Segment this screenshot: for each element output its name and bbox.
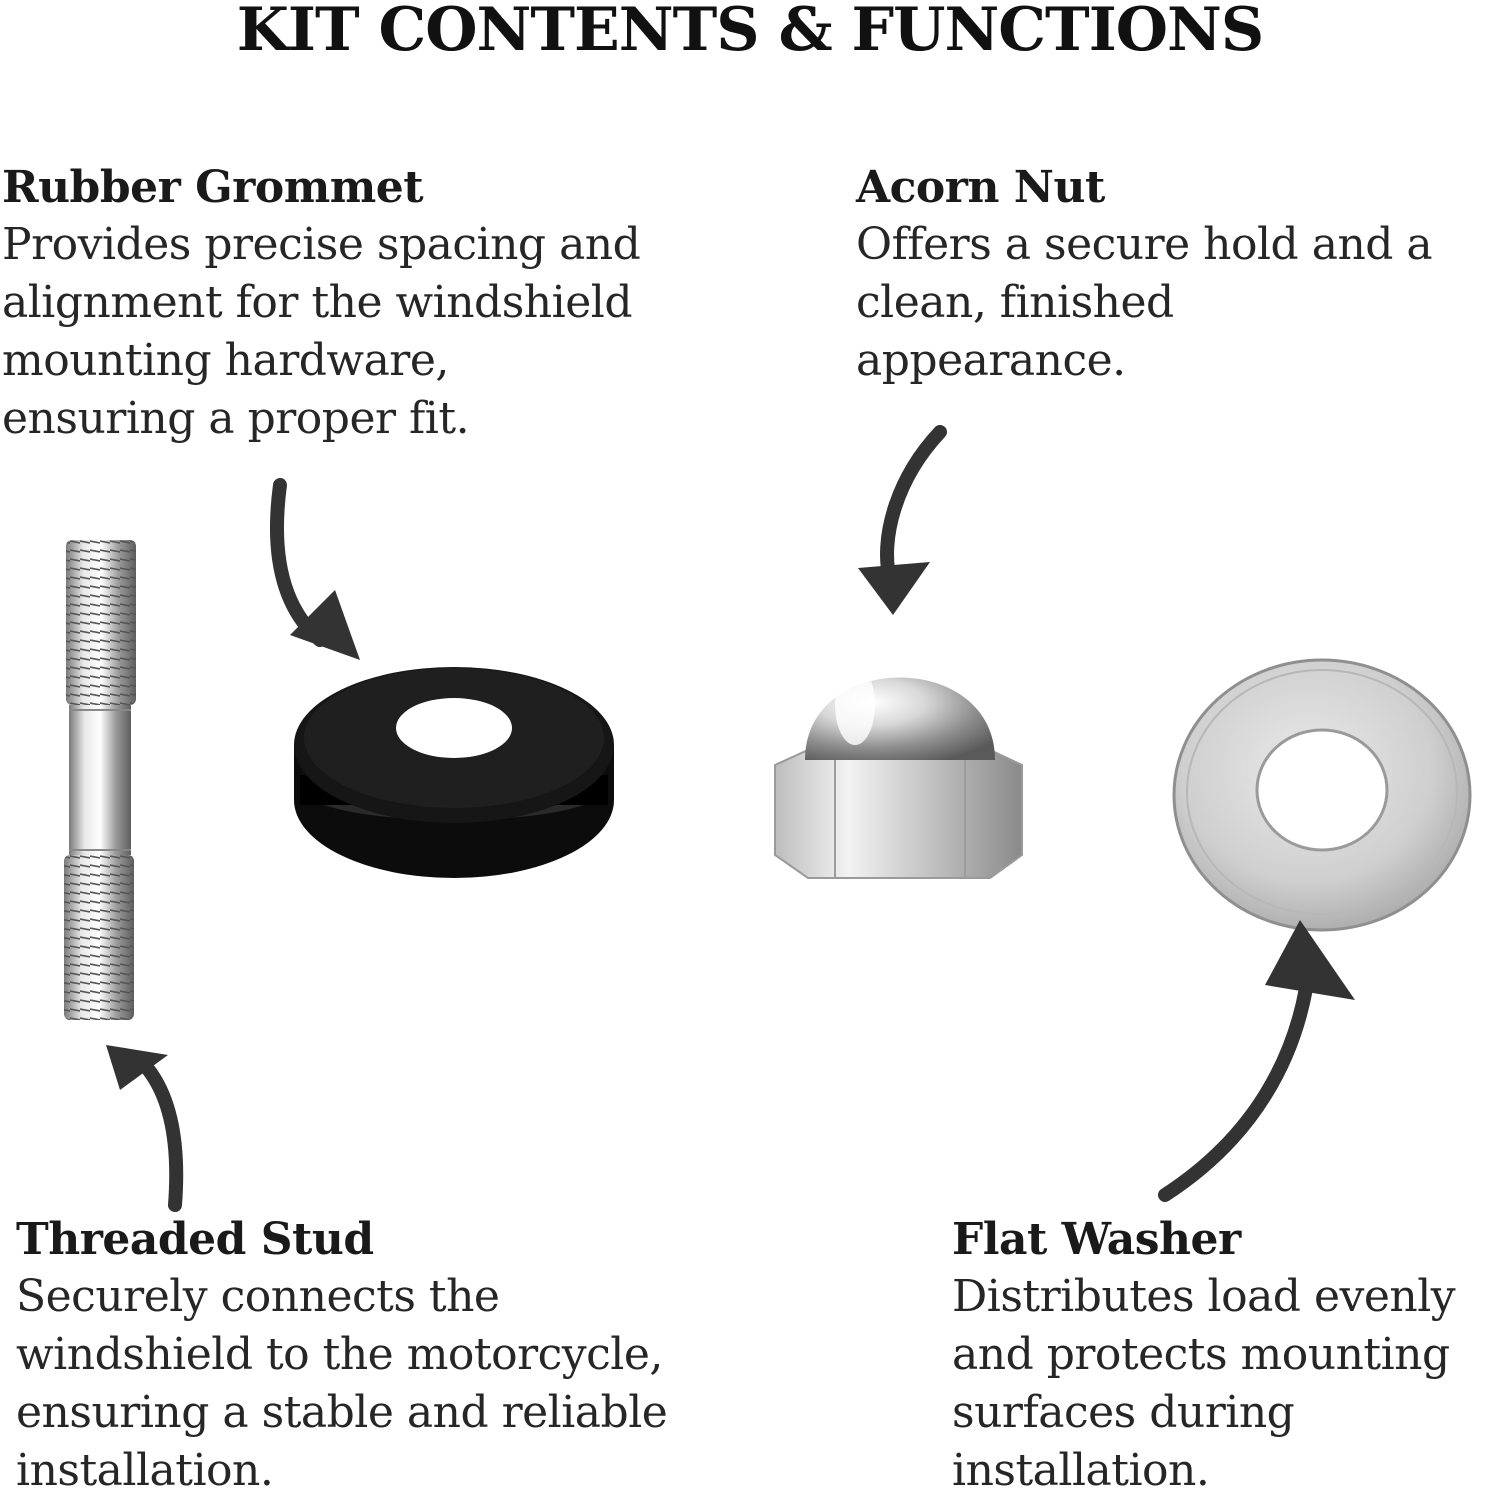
threaded-stud-description: Threaded Stud Securely connects the wind… [16, 1212, 756, 1500]
rubber-grommet-description: Rubber Grommet Provides precise spacing … [2, 160, 722, 448]
arrow-acorn-nut-icon [880, 425, 947, 587]
flat-washer-description: Flat Washer Distributes load evenly and … [952, 1212, 1500, 1500]
rubber-grommet-image [294, 667, 614, 878]
arrow-threaded-stud-icon [133, 1053, 184, 1212]
threaded-stud-line: installation. [16, 1445, 274, 1496]
arrow-group [133, 425, 1317, 1212]
arrowhead-acorn-nut-icon [858, 562, 930, 615]
arrowhead-group [106, 562, 1355, 1090]
threaded-stud-heading: Threaded Stud [16, 1214, 374, 1265]
page-title: KIT CONTENTS & FUNCTIONS [236, 0, 1264, 65]
flat-washer-heading: Flat Washer [952, 1214, 1241, 1265]
arrow-flat-washer-icon [1158, 953, 1317, 1202]
flat-washer-line: surfaces during [952, 1387, 1295, 1438]
acorn-nut-line: clean, finished [856, 277, 1174, 328]
rubber-grommet-line: mounting hardware, [2, 335, 449, 386]
threaded-stud-line: windshield to the motorcycle, [16, 1329, 663, 1380]
rubber-grommet-line: ensuring a proper fit. [2, 393, 470, 444]
threaded-stud-line: Securely connects the [16, 1271, 500, 1322]
arrowhead-threaded-stud-icon [106, 1045, 168, 1090]
acorn-nut-heading: Acorn Nut [856, 162, 1105, 213]
acorn-nut-line: Offers a secure hold and a [856, 219, 1433, 270]
flat-washer-line: Distributes load evenly [952, 1271, 1456, 1322]
acorn-nut-line: appearance. [856, 335, 1126, 386]
arrowhead-flat-washer-icon [1265, 920, 1355, 1000]
acorn-nut-description: Acorn Nut Offers a secure hold and a cle… [856, 160, 1496, 390]
acorn-nut-image [774, 665, 1023, 879]
arrowhead-grommet-icon [290, 590, 360, 660]
flat-washer-image [1172, 658, 1472, 932]
rubber-grommet-line: alignment for the windshield [2, 277, 633, 328]
threaded-stud-image [64, 540, 136, 1020]
rubber-grommet-line: Provides precise spacing and [2, 219, 641, 270]
rubber-grommet-heading: Rubber Grommet [2, 162, 424, 213]
flat-washer-line: installation. [952, 1445, 1210, 1496]
flat-washer-line: and protects mounting [952, 1329, 1450, 1380]
threaded-stud-line: ensuring a stable and reliable [16, 1387, 668, 1438]
